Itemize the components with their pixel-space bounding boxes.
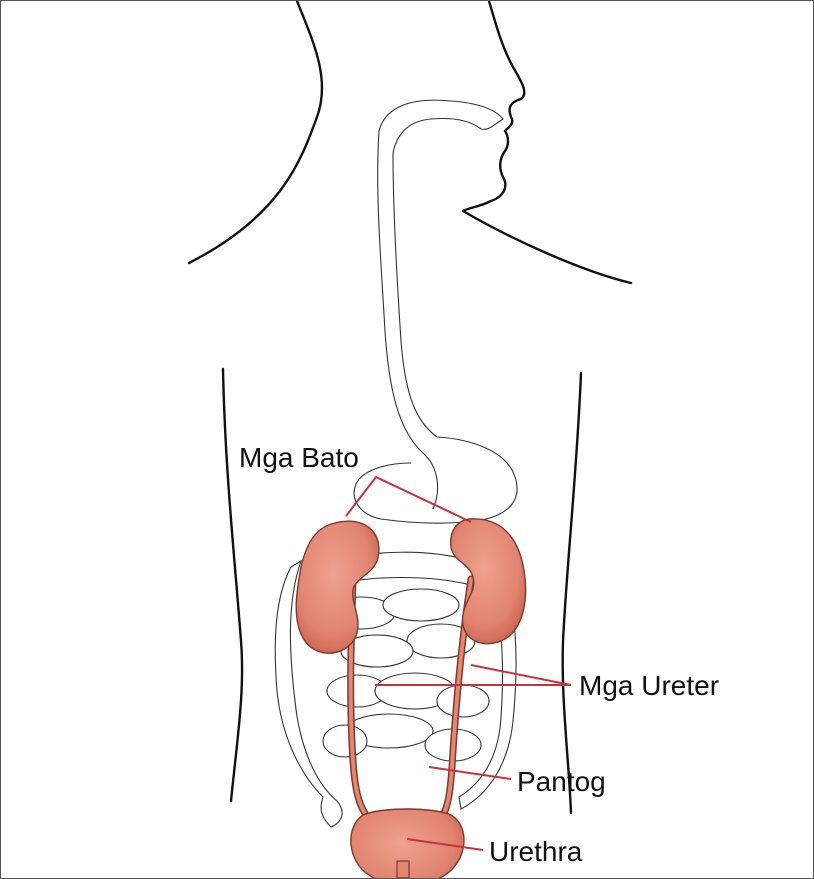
mouth-cavity (379, 100, 503, 153)
kidneys-label: Mga Bato (239, 442, 359, 473)
esophagus-right (393, 153, 437, 437)
right-torso (563, 373, 581, 813)
face-profile (463, 1, 631, 283)
stomach (354, 437, 517, 523)
head-profile (189, 1, 322, 263)
digestive-tract (354, 100, 517, 523)
small-intestine-loop (437, 685, 489, 717)
urethra-label: Urethra (489, 836, 583, 867)
small-intestine-loop (323, 725, 367, 757)
left-torso (223, 369, 242, 801)
small-intestine-loop (383, 589, 459, 621)
urethra (397, 861, 409, 878)
bladder-label: Pantog (517, 766, 606, 797)
left-kidney (296, 521, 379, 653)
ureters-label: Mga Ureter (579, 670, 719, 701)
esophagus-left (378, 131, 438, 509)
kidneys-leader (346, 477, 471, 522)
